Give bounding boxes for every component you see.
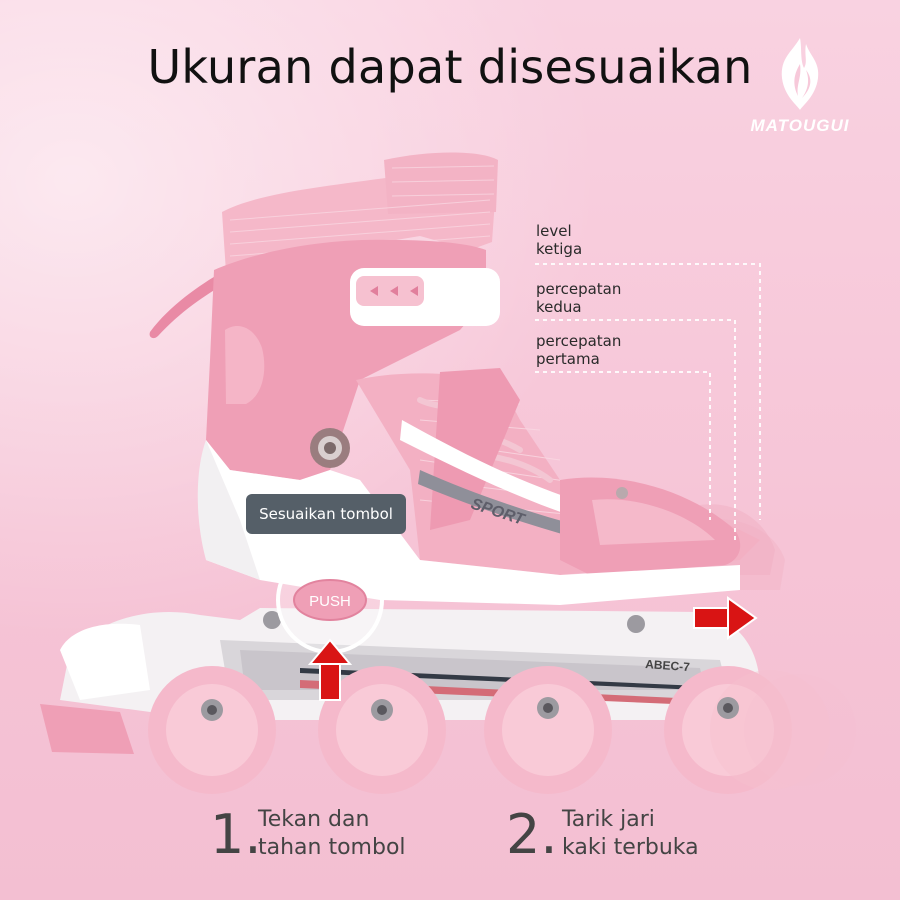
step-2-line1: Tarik jari [562, 807, 655, 832]
step-2-line2: kaki terbuka [562, 835, 699, 860]
step-1-line2: tahan tombol [258, 835, 406, 860]
speed-level-second-line2: kedua [536, 298, 582, 316]
speed-level-second: percepatan kedua [536, 280, 621, 316]
speed-level-first-line2: pertama [536, 350, 600, 368]
step-1-line1: Tekan dan [258, 807, 370, 832]
speed-level-third: level ketiga [536, 222, 582, 258]
wheels [148, 666, 856, 794]
step-1-number: 1. [210, 803, 262, 866]
speed-level-third-line2: ketiga [536, 240, 583, 258]
page-title: Ukuran dapat disesuaikan [147, 40, 753, 94]
push-button-label: PUSH [309, 593, 351, 610]
speed-level-first: percepatan pertama [536, 332, 621, 368]
speed-level-third-line1: level [536, 222, 572, 240]
arrow-right-icon [693, 596, 758, 640]
speed-level-first-line1: percepatan [536, 332, 622, 350]
brand-logo: MATOUGUI [730, 34, 870, 144]
adjust-button-callout: Sesuaikan tombol [246, 494, 406, 534]
step-2-text: Tarik jari kaki terbuka [562, 806, 699, 862]
flame-logo-icon [781, 38, 819, 110]
frame-text: ABEC-7 [645, 657, 691, 674]
step-1-text: Tekan dan tahan tombol [258, 806, 406, 862]
brand-name: MATOUGUI [750, 116, 850, 135]
arrow-up-icon [307, 638, 353, 701]
step-2-number: 2. [506, 803, 558, 866]
speed-level-second-line1: percepatan [536, 280, 622, 298]
